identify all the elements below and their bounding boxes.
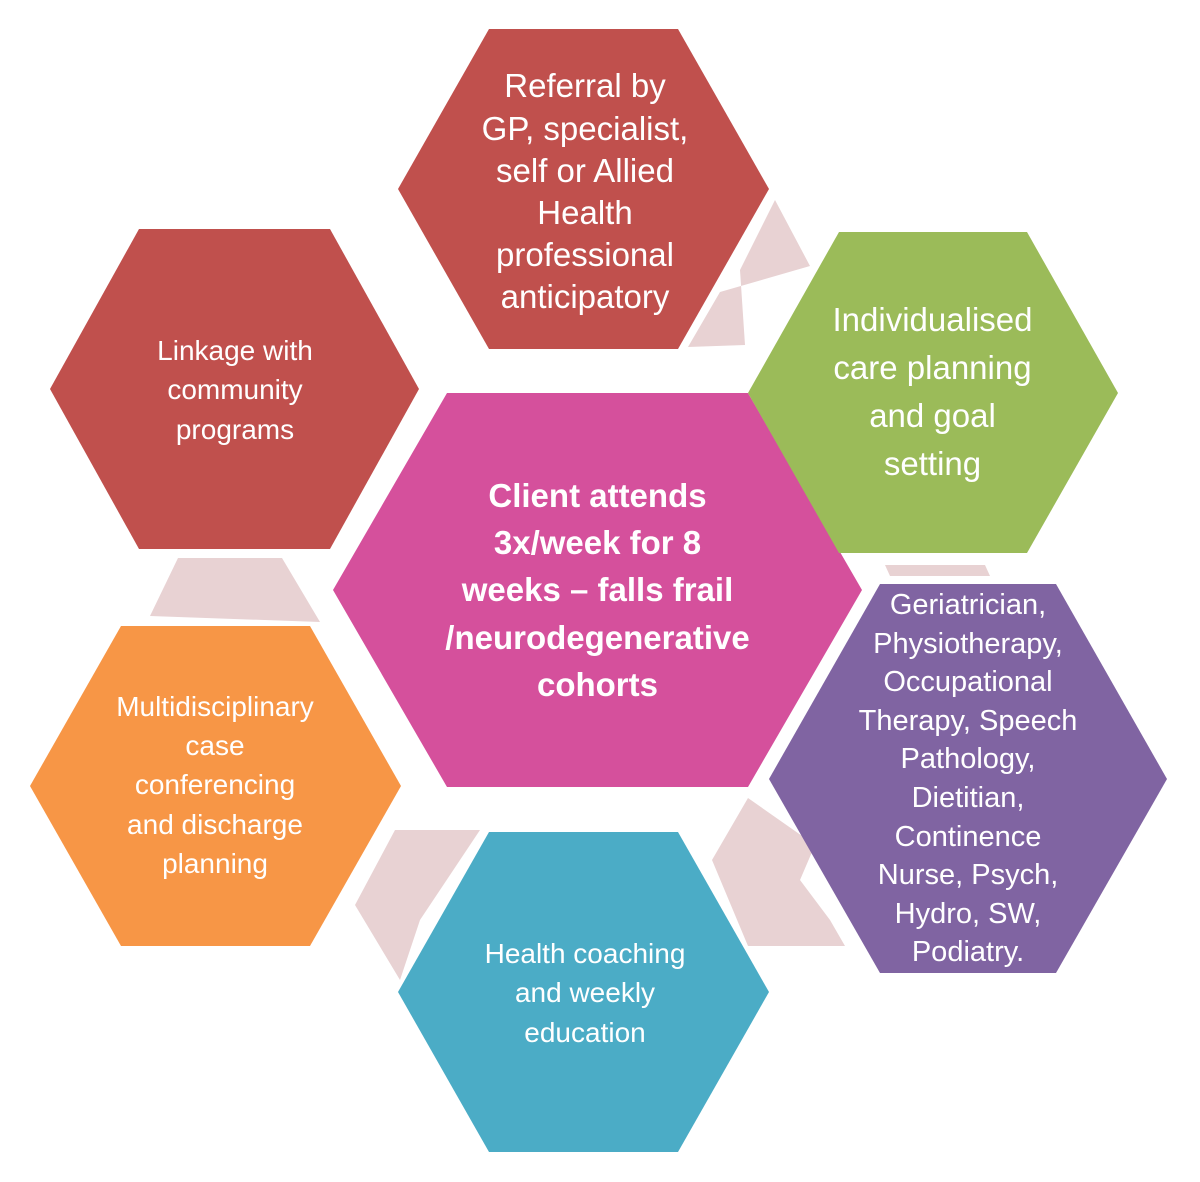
hexagon-disciplines bbox=[769, 584, 1167, 973]
disciplines-text: Geriatrician, Physiotherapy, Occupationa… bbox=[858, 589, 1078, 969]
hexagon-care-planning bbox=[748, 232, 1118, 553]
case-conferencing-text: Multidisciplinary case conferencing and … bbox=[116, 691, 314, 879]
health-coaching-text: Health coaching and weekly education bbox=[484, 938, 686, 1048]
hexagon-center bbox=[333, 393, 862, 787]
hexagon-health-coaching bbox=[398, 832, 769, 1152]
connector-care-planning-to-disciplines bbox=[885, 565, 990, 576]
connector-disciplines-to-health-coaching bbox=[712, 798, 845, 946]
hexagon-case-conferencing bbox=[30, 626, 401, 946]
hexagon-community-linkage bbox=[50, 229, 419, 549]
center-text: Client attends 3x/week for 8 weeks – fal… bbox=[445, 477, 750, 703]
case-conferencing-label: Multidisciplinary case conferencing and … bbox=[65, 685, 365, 885]
referral-label: Referral by GP, specialist, self or Alli… bbox=[440, 38, 730, 346]
community-linkage-text: Linkage with community programs bbox=[157, 335, 313, 445]
center-label: Client attends 3x/week for 8 weeks – fal… bbox=[385, 470, 810, 710]
connector-health-coaching-to-case-conferencing bbox=[355, 830, 480, 980]
care-planning-text: Individualised care planning and goal se… bbox=[832, 301, 1033, 482]
care-planning-label: Individualised care planning and goal se… bbox=[780, 292, 1085, 492]
disciplines-label: Geriatrician, Physiotherapy, Occupationa… bbox=[830, 585, 1106, 973]
connector-arrows bbox=[150, 200, 990, 980]
referral-text: Referral by GP, specialist, self or Alli… bbox=[481, 67, 689, 316]
health-coaching-label: Health coaching and weekly education bbox=[440, 928, 730, 1058]
connector-referral-to-care-planning bbox=[688, 200, 810, 347]
connector-case-conferencing-to-community-linkage bbox=[150, 558, 320, 622]
hexagon-referral bbox=[398, 29, 769, 349]
community-linkage-label: Linkage with community programs bbox=[100, 325, 370, 455]
